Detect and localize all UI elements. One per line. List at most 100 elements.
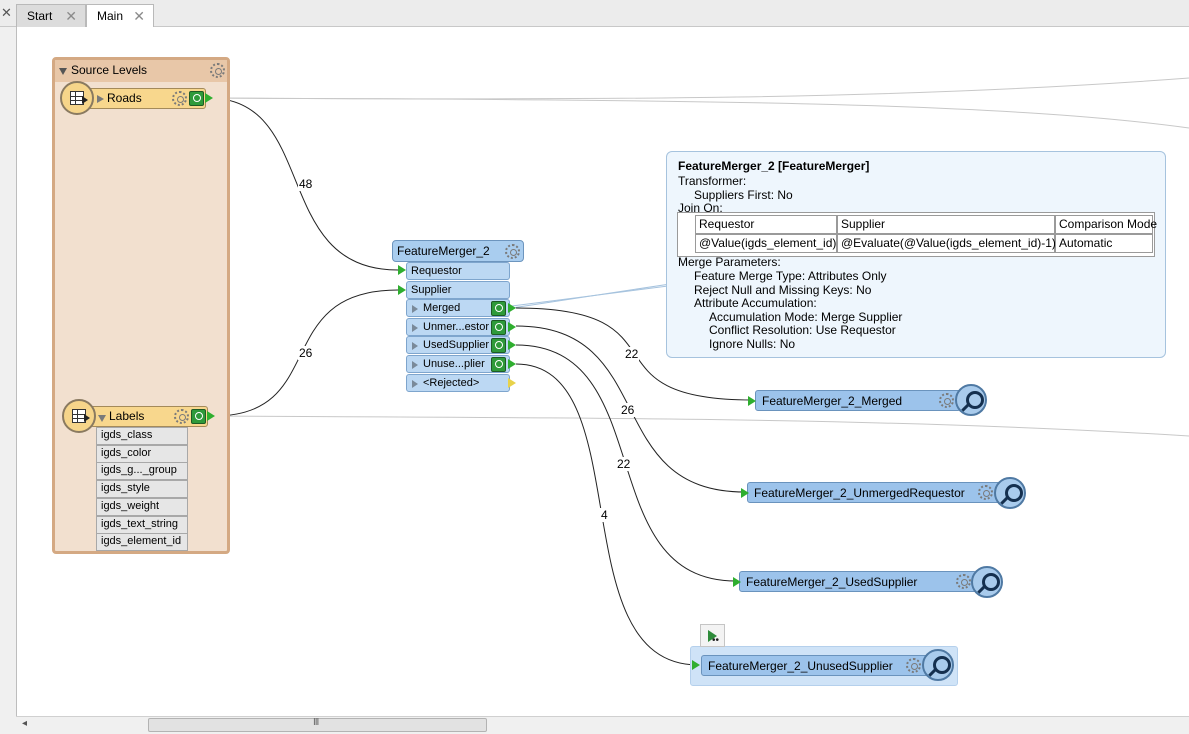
output-port-arrow[interactable] [508,322,516,332]
expand-icon[interactable] [412,305,418,313]
close-tab-icon[interactable]: ✕ [65,8,77,24]
gear-icon[interactable] [172,91,187,106]
expand-icon[interactable] [412,380,418,388]
expand-icon[interactable] [412,361,418,369]
port-label: Supplier [411,284,452,296]
input-port-arrow[interactable] [733,577,741,587]
inspect-icon[interactable] [189,91,204,106]
magnifier-icon[interactable] [994,477,1026,509]
expand-icon[interactable] [412,324,418,332]
gear-icon[interactable] [906,658,921,673]
table-cell: @Value(igds_element_id) [695,234,837,253]
output-port-arrow[interactable] [508,303,516,313]
attribute-item[interactable]: igds_class [96,427,188,445]
output-port-used-supplier[interactable]: UsedSupplier [406,336,510,354]
collapse-icon[interactable] [59,68,67,75]
scrollbar-thumb[interactable]: III [148,717,487,732]
input-port-arrow[interactable] [398,265,406,275]
input-port-supplier[interactable]: Supplier [406,281,510,299]
input-port-requestor[interactable]: Requestor [406,262,510,280]
expand-icon[interactable] [97,95,104,103]
reader-labels[interactable]: Labels [90,406,208,427]
port-label: Merged [423,302,461,314]
attribute-item[interactable]: igds_color [96,445,188,463]
output-port-merged[interactable]: Merged [406,299,510,317]
gear-icon[interactable] [956,574,971,589]
close-icon[interactable]: ✕ [1,5,12,20]
gear-icon[interactable] [505,244,520,259]
inspect-icon[interactable] [491,338,506,353]
inspector-used-supplier[interactable]: FeatureMerger_2_UsedSupplier [739,571,977,592]
output-port[interactable] [205,93,213,103]
reader-label: Roads [107,91,142,105]
input-port-arrow[interactable] [398,285,406,295]
port-label: Unuse...plier [423,358,485,370]
tooltip-text: Feature Merge Type: Attributes Only [694,269,887,283]
run-to-this-button[interactable]: •• [700,624,725,647]
tooltip-text: Transformer: [678,174,747,188]
inspector-unused-supplier[interactable]: FeatureMerger_2_UnusedSupplier [701,655,929,676]
output-port[interactable] [207,411,215,421]
inspector-label: FeatureMerger_2_UnusedSupplier [708,659,893,673]
output-port-arrow[interactable] [508,359,516,369]
magnifier-icon[interactable] [922,649,954,681]
reader-roads[interactable]: Roads [84,88,206,109]
output-port-arrow[interactable] [508,340,516,350]
tooltip-text: Conflict Resolution: Use Requestor [709,323,896,337]
port-label: <Rejected> [423,377,480,389]
transformer-featuremerger[interactable]: FeatureMerger_2 [392,240,524,262]
scroll-left-arrow[interactable]: ◂ [22,718,28,729]
output-port-unused-supplier[interactable]: Unuse...plier [406,355,510,373]
inspector-merged[interactable]: FeatureMerger_2_Merged [755,390,961,411]
offscreen-connection [207,77,1189,100]
tab-main[interactable]: Main ✕ [86,4,154,28]
attribute-item[interactable]: igds_g..._group [96,462,188,480]
connection-roads-requestor [207,97,399,271]
inspect-icon[interactable] [491,320,506,335]
gear-icon[interactable] [939,393,954,408]
inspect-icon[interactable] [191,409,206,424]
table-header: Supplier [837,215,1055,234]
feature-count: 26 [298,346,314,360]
gear-icon[interactable] [210,63,225,78]
play-icon [708,630,717,642]
horizontal-scrollbar[interactable]: ◂ III [16,716,1189,734]
port-label: Unmer...estor [423,321,490,333]
output-port-unmerged-requestor[interactable]: Unmer...estor [406,318,510,336]
gear-icon[interactable] [978,485,993,500]
gear-icon[interactable] [174,409,189,424]
arrow-icon [82,96,88,104]
attribute-item[interactable]: igds_style [96,480,188,498]
inspector-label: FeatureMerger_2_UsedSupplier [746,575,918,589]
attribute-item[interactable]: igds_text_string [96,516,188,534]
tooltip-text: Accumulation Mode: Merge Supplier [709,310,903,324]
magnifier-icon[interactable] [971,566,1003,598]
input-port-arrow[interactable] [692,660,700,670]
close-tab-icon[interactable]: ✕ [133,8,145,24]
magnifier-icon[interactable] [955,384,987,416]
input-port-arrow[interactable] [748,396,756,406]
tooltip-text: Join On: [678,201,723,215]
attribute-item[interactable]: igds_weight [96,498,188,516]
inspector-label: FeatureMerger_2_Merged [762,394,903,408]
output-port-rejected[interactable]: <Rejected> [406,374,510,392]
bookmark-header[interactable]: Source Levels [55,60,227,82]
table-header: Comparison Mode [1055,215,1157,234]
tooltip-text: Reject Null and Missing Keys: No [694,283,872,297]
feature-count: 22 [624,347,640,361]
inspector-label: FeatureMerger_2_UnmergedRequestor [754,486,965,500]
inspector-unmerged-requestor[interactable]: FeatureMerger_2_UnmergedRequestor [747,482,1001,503]
collapse-icon[interactable] [98,415,106,422]
arrow-icon [84,414,90,422]
inspect-icon[interactable] [491,357,506,372]
tab-start[interactable]: Start ✕ [16,4,86,27]
inspect-icon[interactable] [491,301,506,316]
attribute-item[interactable]: igds_element_id [96,533,188,551]
input-port-arrow[interactable] [741,488,749,498]
tooltip-pointer [511,285,669,307]
tooltip-text: Merge Parameters: [678,255,781,269]
expand-icon[interactable] [412,342,418,350]
dots-icon: •• [712,635,720,646]
port-label: Requestor [411,265,462,277]
rejected-port-arrow[interactable] [508,378,516,388]
